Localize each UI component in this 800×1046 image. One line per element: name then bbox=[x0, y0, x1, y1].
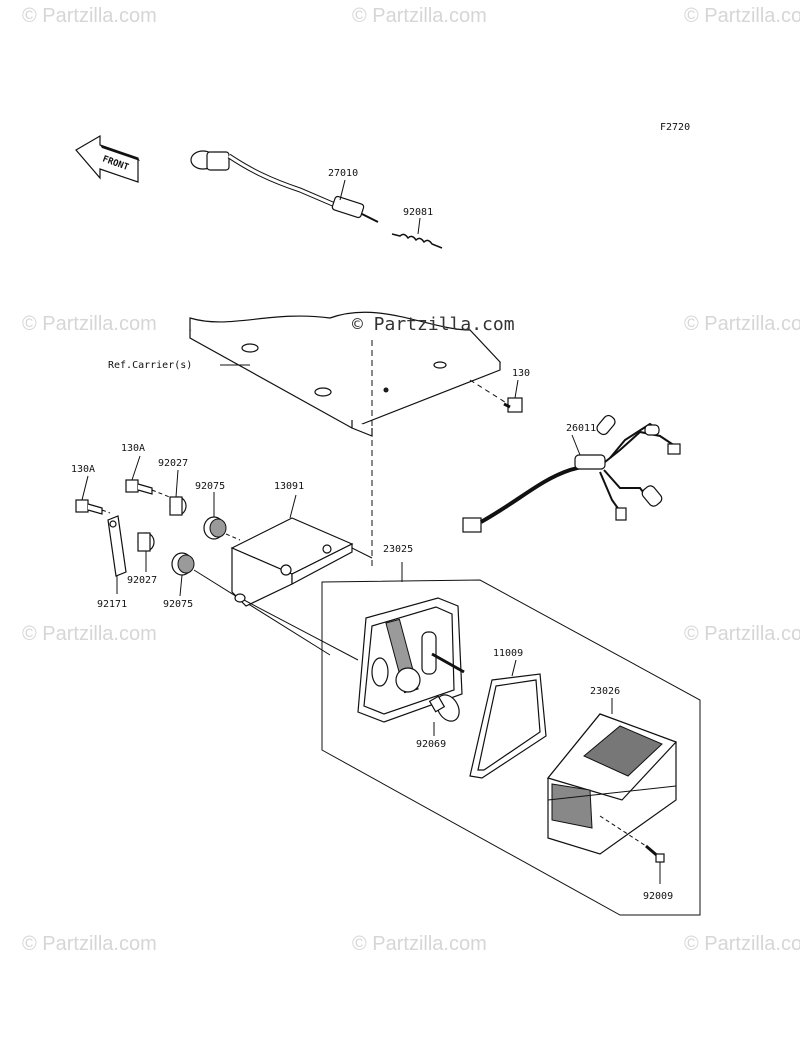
carrier-plate bbox=[189, 311, 502, 568]
watermark: © Partzilla.com bbox=[684, 933, 800, 955]
part-label-23025: 23025 bbox=[383, 544, 413, 555]
grommet-92075-upper bbox=[203, 492, 241, 541]
center-watermark: © Partzilla.com bbox=[352, 314, 515, 335]
watermark: © Partzilla.com bbox=[22, 623, 157, 645]
front-arrow-icon: FRONT bbox=[75, 134, 140, 183]
watermark: © Partzilla.com bbox=[684, 623, 800, 645]
figure-code: F2720 bbox=[660, 122, 690, 133]
watermark: © Partzilla.com bbox=[352, 5, 487, 27]
spring-92081 bbox=[391, 217, 443, 249]
stay-92171 bbox=[107, 515, 127, 594]
harness-26011 bbox=[462, 414, 681, 533]
gasket-11009 bbox=[469, 659, 547, 779]
watermark: © Partzilla.com bbox=[684, 5, 800, 27]
part-label-11009: 11009 bbox=[493, 648, 523, 659]
part-label-27010: 27010 bbox=[328, 168, 358, 179]
screw-92009 bbox=[599, 815, 665, 884]
ref-carrier-label: Ref.Carrier(s) bbox=[108, 360, 192, 371]
part-label-130A-a: 130A bbox=[121, 443, 145, 454]
part-label-130: 130 bbox=[512, 368, 530, 379]
watermark: © Partzilla.com bbox=[22, 5, 157, 27]
part-label-92075-a: 92075 bbox=[195, 481, 225, 492]
watermark: © Partzilla.com bbox=[352, 933, 487, 955]
part-label-92075-b: 92075 bbox=[163, 599, 193, 610]
part-label-23026: 23026 bbox=[590, 686, 620, 697]
lens-23026 bbox=[546, 698, 678, 855]
part-label-92069: 92069 bbox=[416, 739, 446, 750]
watermark: © Partzilla.com bbox=[22, 313, 157, 335]
part-label-92027-a: 92027 bbox=[158, 458, 188, 469]
watermark: © Partzilla.com bbox=[684, 313, 800, 335]
part-label-92171: 92171 bbox=[97, 599, 127, 610]
part-label-26011: 26011 bbox=[566, 423, 596, 434]
bulb-92069 bbox=[428, 694, 460, 736]
bolt-130a-upper bbox=[125, 455, 173, 499]
grommet-92075-lower bbox=[171, 552, 331, 656]
assembly-box-23025 bbox=[321, 562, 701, 916]
part-label-13091: 13091 bbox=[274, 481, 304, 492]
part-label-92027-b: 92027 bbox=[127, 575, 157, 586]
collar-92027-upper bbox=[169, 469, 187, 516]
bolt-130 bbox=[469, 379, 523, 413]
collar-92027-lower bbox=[137, 532, 155, 572]
bolt-130a-lower bbox=[75, 475, 111, 515]
watermark: © Partzilla.com bbox=[22, 933, 157, 955]
part-label-92009: 92009 bbox=[643, 891, 673, 902]
switch-cable-27010 bbox=[190, 150, 379, 223]
part-label-130A-b: 130A bbox=[71, 464, 95, 475]
lamp-housing bbox=[357, 597, 465, 723]
part-label-92081: 92081 bbox=[403, 207, 433, 218]
watermark-layer: © Partzilla.com © Partzilla.com © Partzi… bbox=[22, 5, 800, 955]
bracket-13091 bbox=[230, 494, 373, 661]
